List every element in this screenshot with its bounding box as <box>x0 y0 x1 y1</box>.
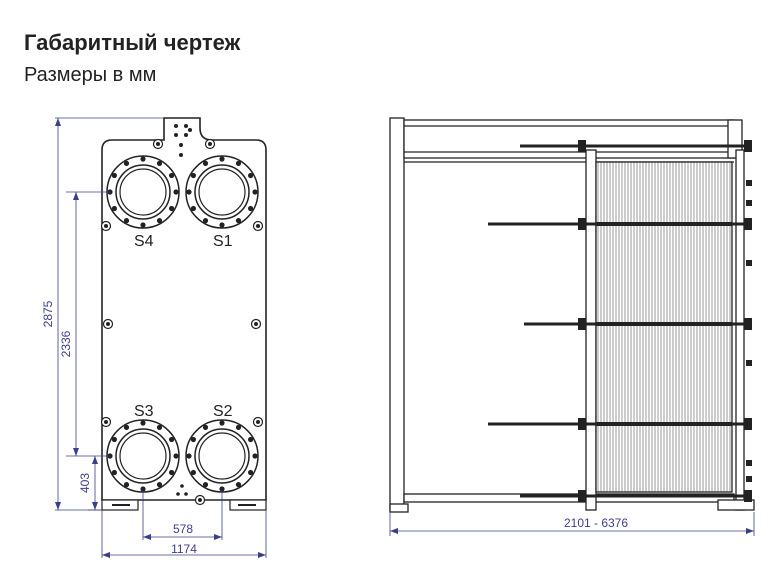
port-label-s2: S2 <box>213 403 233 420</box>
front-view: S4 S1 S3 S2 <box>100 117 267 511</box>
lug-holes <box>174 124 192 157</box>
dim-side-length: 2101 - 6376 <box>564 516 628 530</box>
dim-port-width: 578 <box>173 522 193 536</box>
port-s2-flange <box>185 419 259 493</box>
side-dimension-lines <box>389 512 755 536</box>
plate-pack <box>595 161 733 493</box>
page-subtitle: Размеры в мм <box>24 64 157 86</box>
rod-nuts <box>578 140 752 502</box>
dim-total-width: 1174 <box>171 542 197 556</box>
pressure-plate <box>585 149 597 511</box>
fixed-frame <box>389 117 405 511</box>
guide-bar <box>403 493 735 503</box>
port-label-s3: S3 <box>134 403 154 420</box>
dim-port-spacing: 2336 <box>59 330 73 357</box>
support-column <box>735 149 745 511</box>
port-label-s1: S1 <box>213 233 233 250</box>
page-title: Габаритный чертеж <box>24 30 241 55</box>
drain-symbol <box>176 484 188 496</box>
front-dimension-lines <box>55 117 267 558</box>
port-s4-flange <box>106 155 180 229</box>
dimension-arrows <box>55 118 266 558</box>
port-s3-flange <box>106 419 180 493</box>
side-view <box>389 117 755 513</box>
port-label-s4: S4 <box>134 233 154 250</box>
port-s1-flange <box>185 155 259 229</box>
dim-total-height: 2875 <box>41 300 55 327</box>
dim-port-height: 403 <box>78 473 92 493</box>
